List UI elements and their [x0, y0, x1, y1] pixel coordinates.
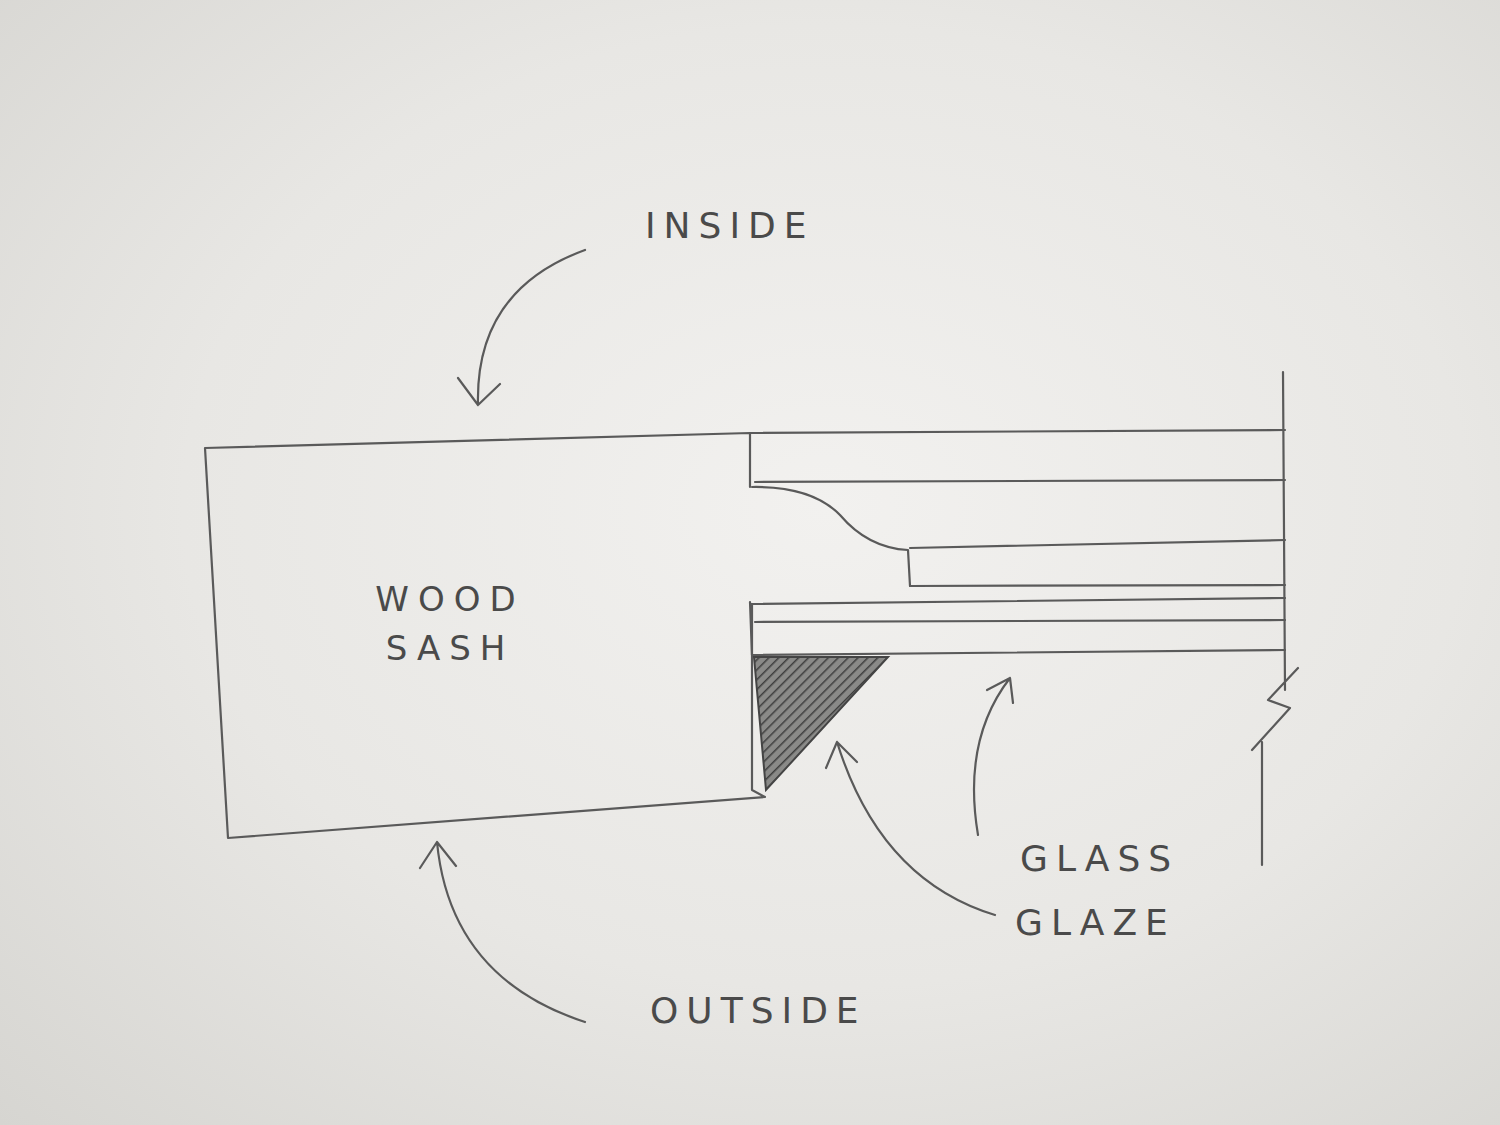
top-line — [750, 430, 1285, 433]
glaze-arrow — [826, 742, 995, 915]
sash-outline — [205, 433, 765, 838]
molding-base — [910, 585, 1285, 586]
break-line — [1252, 372, 1298, 865]
part-name: WOOD SASH — [340, 575, 560, 674]
glass-arrow — [974, 678, 1013, 835]
molding-profile — [752, 487, 910, 586]
outside-arrow — [420, 842, 585, 1022]
side-label: INSIDE — [645, 205, 814, 246]
stop-line — [755, 480, 1285, 482]
side-label: OUTSIDE — [650, 990, 867, 1031]
glazing-compound — [754, 657, 888, 790]
sash-label-area: WOOD SASH — [340, 575, 560, 674]
glass-pane — [750, 598, 1285, 655]
inside-arrow — [458, 250, 585, 405]
molding-line — [910, 540, 1285, 548]
part-label: GLASS — [1020, 838, 1179, 879]
part-label: GLAZE — [1015, 902, 1176, 943]
